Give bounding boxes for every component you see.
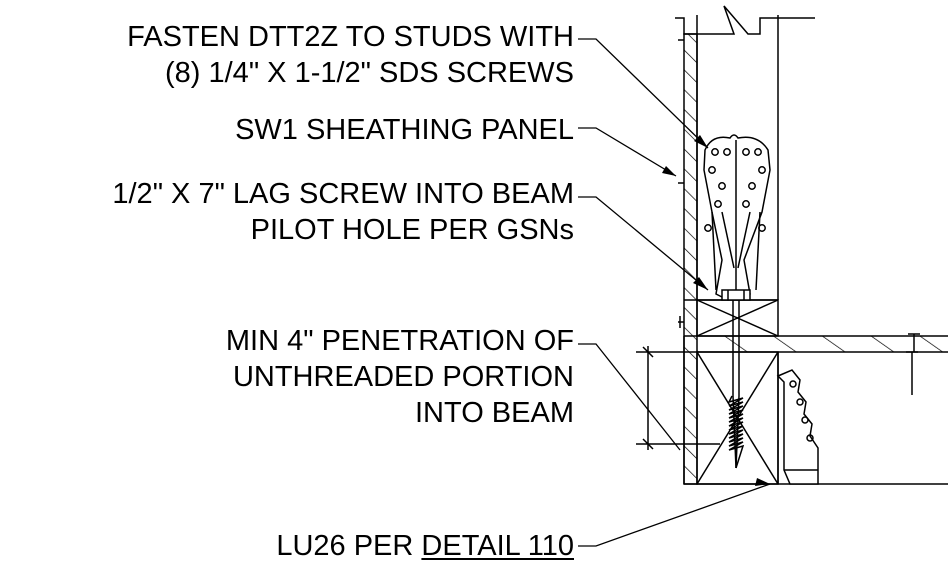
leader-sheathing [578, 127, 677, 177]
bottom-plate [696, 299, 779, 337]
floor-sheathing [684, 333, 948, 353]
break-line [675, 5, 815, 35]
note-lu26-prefix: LU26 PER [276, 530, 422, 562]
leader-lines [578, 38, 771, 547]
leader-penetration [578, 343, 681, 451]
dtt2z-tension-tie [703, 134, 771, 301]
floor-joist [777, 351, 918, 484]
note-lag-screw: 1/2" X 7" LAG SCREW INTO BEAM PILOT HOLE… [112, 176, 574, 248]
leader-arrowheads [662, 135, 770, 486]
leader-lu26 [578, 483, 771, 547]
note-fasten-dtt2z: FASTEN DTT2Z TO STUDS WITH (8) 1/4" X 1-… [127, 19, 574, 91]
note-min-penetration: MIN 4" PENETRATION OF UNTHREADED PORTION… [226, 323, 574, 431]
note-sw1-sheathing: SW1 SHEATHING PANEL [235, 112, 574, 148]
note-lag-line1: 1/2" X 7" LAG SCREW INTO BEAM [112, 178, 574, 210]
penetration-dimension [636, 346, 720, 450]
detail-110-link[interactable]: DETAIL 110 [421, 530, 574, 562]
note-penetration-line2: UNTHREADED PORTION [232, 361, 574, 393]
note-fasten-line1: FASTEN DTT2Z TO STUDS WITH [127, 21, 574, 53]
note-penetration-line3: INTO BEAM [415, 397, 574, 429]
lu26-hanger [776, 369, 819, 485]
note-sheathing-text: SW1 SHEATHING PANEL [235, 114, 574, 146]
lag-screw [721, 289, 751, 469]
note-lu26-hanger: LU26 PER DETAIL 110 [276, 528, 574, 564]
leader-lag [578, 196, 709, 291]
leader-fasten [578, 38, 709, 149]
note-lag-line2: PILOT HOLE PER GSNs [250, 214, 574, 246]
note-fasten-line2: (8) 1/4" X 1-1/2" SDS SCREWS [165, 57, 574, 89]
note-penetration-line1: MIN 4" PENETRATION OF [225, 325, 574, 357]
sheathing-panel [683, 33, 698, 485]
